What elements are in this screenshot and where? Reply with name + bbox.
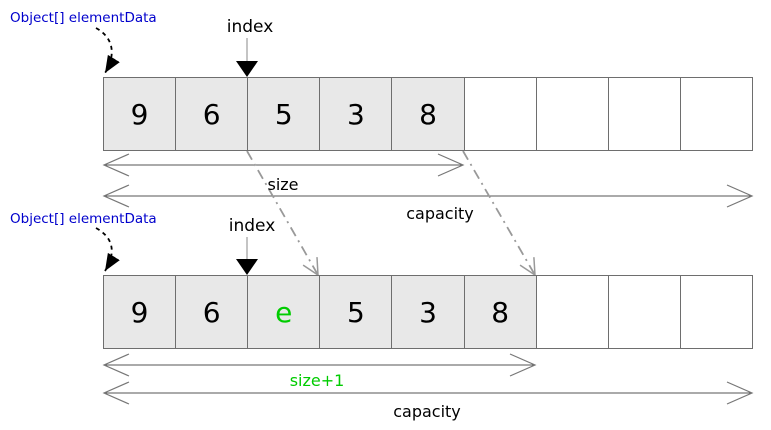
bottom-index-arrow-head (236, 259, 258, 275)
top-index-label: index (226, 17, 274, 37)
top-index-arrow-head (236, 61, 258, 77)
top-elementdata-label: Object[] elementData (10, 10, 157, 26)
array-cell-empty (464, 78, 537, 150)
array-cell: 5 (320, 276, 393, 348)
array-cell-empty (536, 78, 609, 150)
top-array: 9 6 5 3 8 (103, 77, 753, 151)
array-cell-empty (680, 78, 752, 150)
bottom-capacity-label: capacity (393, 402, 461, 421)
array-cell: 8 (392, 78, 465, 150)
array-cell: 3 (392, 276, 465, 348)
array-cell: 6 (176, 276, 249, 348)
top-size-label: size (267, 175, 299, 194)
array-cell: 3 (320, 78, 393, 150)
array-cell: 8 (464, 276, 537, 348)
bottom-array: 9 6 e 5 3 8 (103, 275, 753, 349)
array-cell: 5 (248, 78, 321, 150)
array-cell: 9 (104, 78, 177, 150)
bottom-index-label: index (228, 216, 276, 236)
top-capacity-label: capacity (406, 204, 474, 223)
array-cell-inserted: e (248, 276, 321, 348)
top-pointer-arrow (95, 27, 120, 74)
array-cell-empty (608, 78, 681, 150)
bottom-size-plus-one-label: size+1 (289, 371, 345, 390)
bottom-pointer-arrow (95, 227, 120, 272)
shift-arrow-index (246, 150, 319, 277)
bottom-elementdata-label: Object[] elementData (10, 211, 157, 227)
array-cell: 6 (176, 78, 249, 150)
array-cell-empty (536, 276, 609, 348)
array-cell: 9 (104, 276, 177, 348)
array-cell-empty (680, 276, 752, 348)
array-cell-empty (608, 276, 681, 348)
shift-arrow-end (462, 150, 536, 277)
